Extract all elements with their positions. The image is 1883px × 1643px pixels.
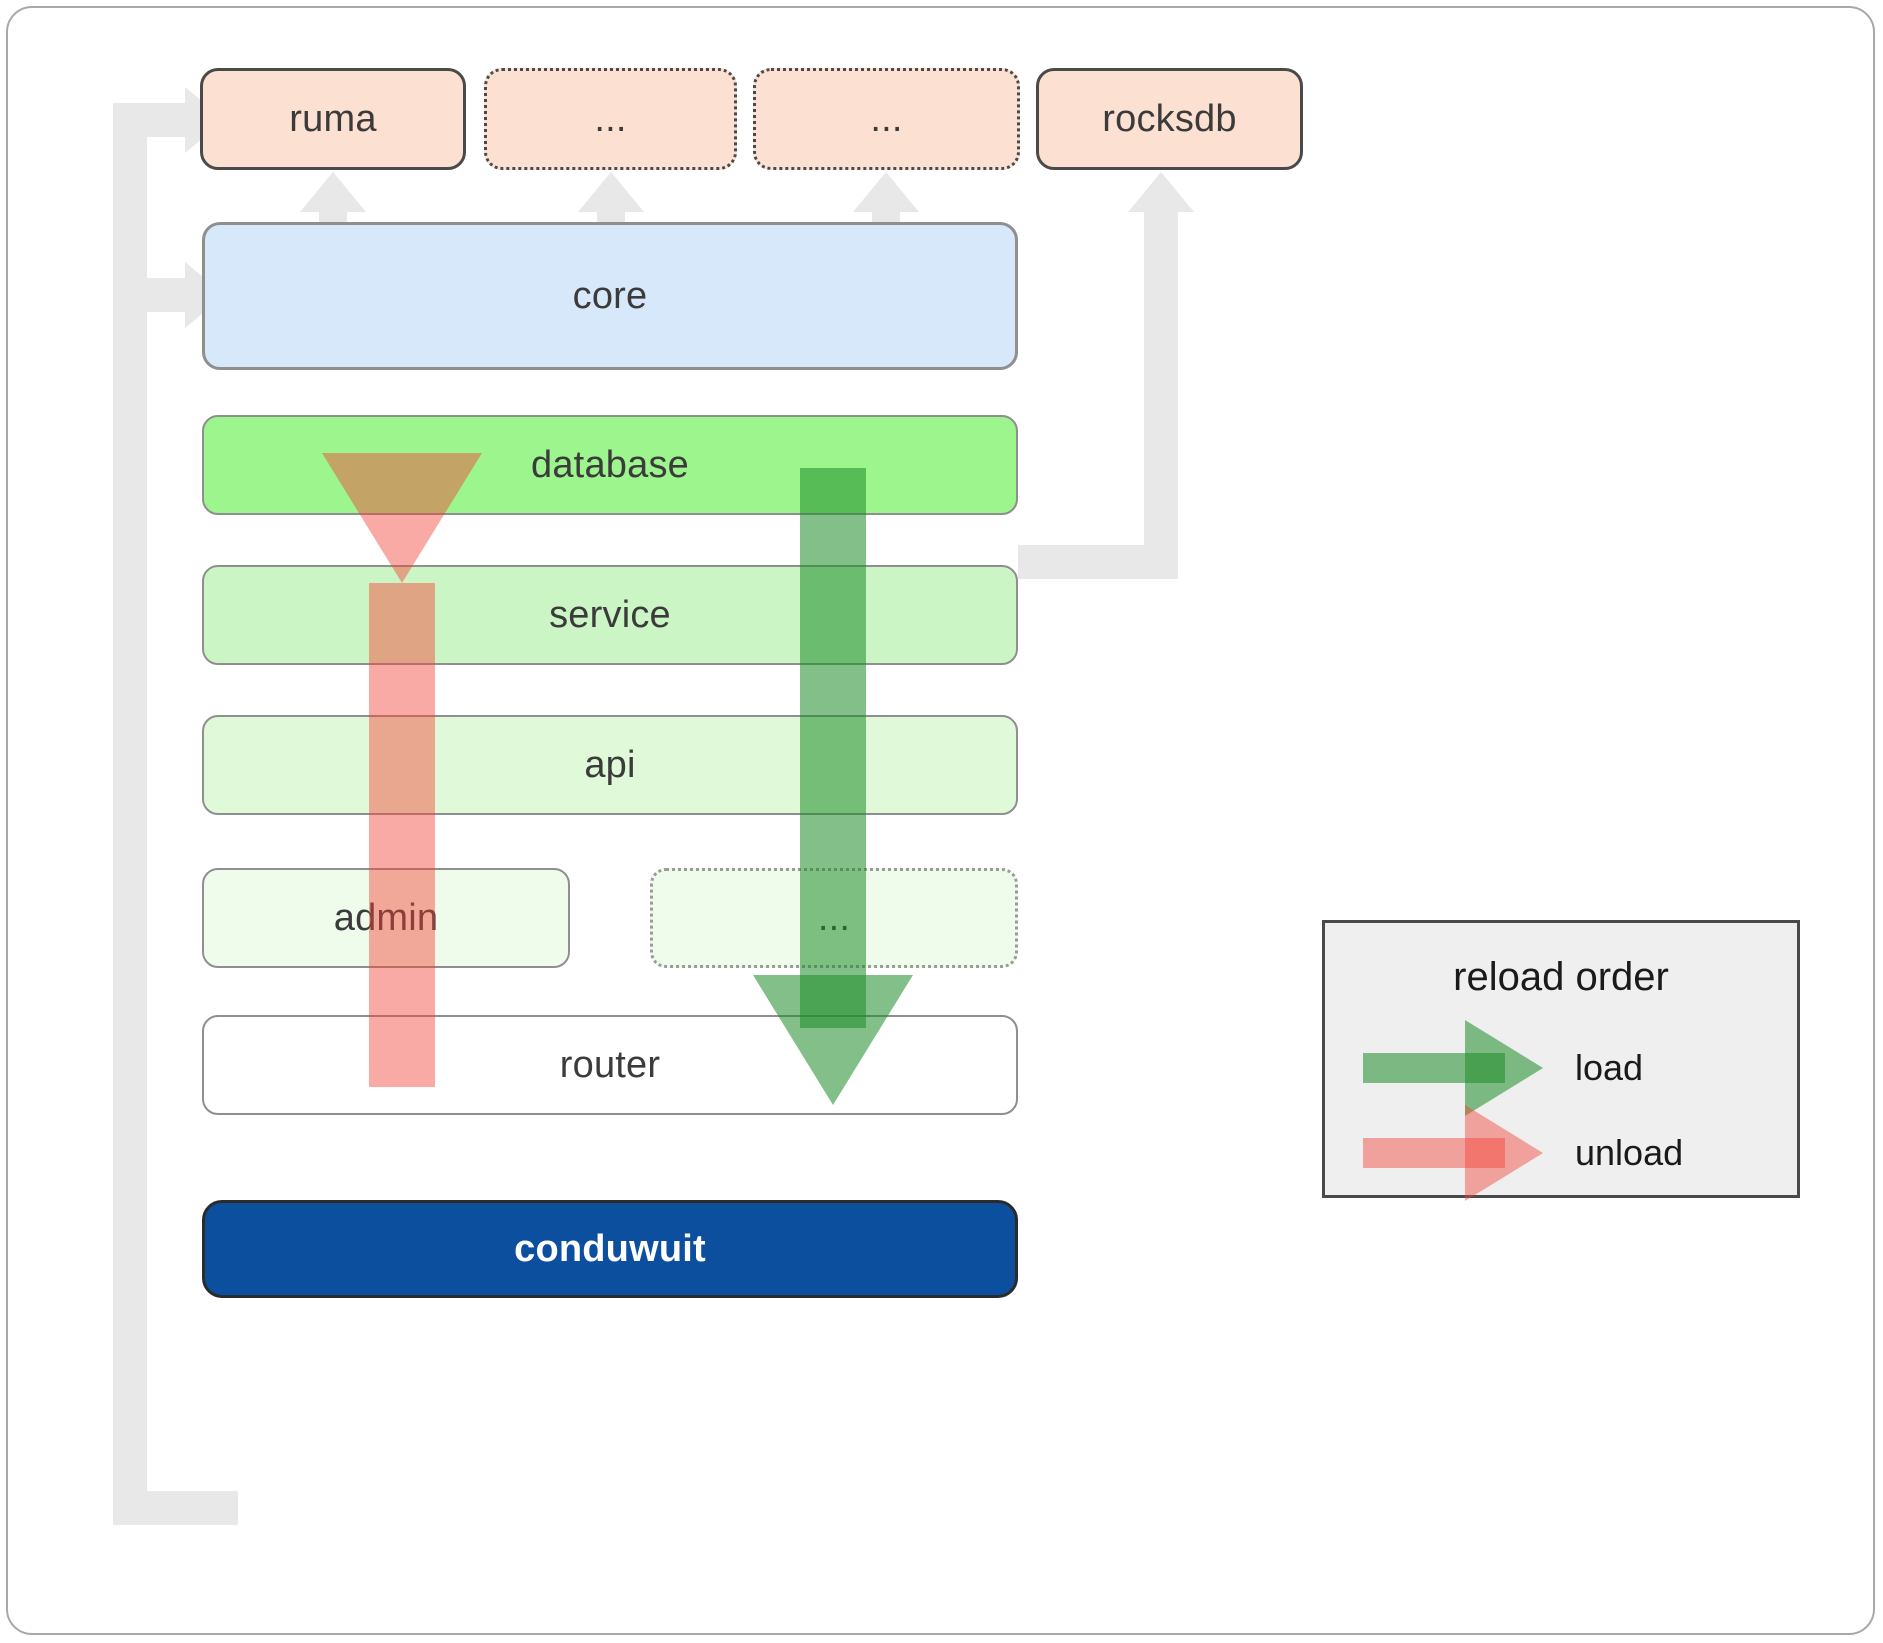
flow-arrow-unload-head — [322, 453, 482, 583]
node-dep-placeholder-1[interactable]: ... — [484, 68, 737, 170]
legend-unload-arrow-shaft — [1363, 1138, 1505, 1168]
node-dep-placeholder-1-label: ... — [594, 97, 627, 140]
node-rocksdb[interactable]: rocksdb — [1036, 68, 1303, 170]
node-database-label: database — [531, 443, 689, 486]
node-router-label: router — [559, 1043, 661, 1086]
node-core-label: core — [572, 274, 648, 317]
legend-load-label: load — [1575, 1047, 1644, 1088]
legend-panel: reload order load unload — [1322, 920, 1800, 1201]
node-database[interactable]: database — [202, 415, 1018, 515]
flow-arrow-load-head — [753, 975, 913, 1105]
node-core[interactable]: core — [202, 222, 1018, 370]
flow-arrow-unload-shaft — [369, 583, 435, 1087]
legend-unload-label: unload — [1575, 1132, 1684, 1173]
node-ruma[interactable]: ruma — [200, 68, 466, 170]
node-ruma-label: ruma — [289, 97, 377, 140]
edge-database-to-rocksdb-vertical — [1144, 200, 1178, 579]
edge-to-ruma-horizontal — [113, 103, 185, 137]
flow-arrow-load-shaft — [800, 468, 866, 1028]
edge-conduwuit-trunk-vertical — [113, 133, 147, 1525]
node-admin-label: admin — [333, 896, 439, 939]
node-admin[interactable]: admin — [202, 868, 570, 968]
edge-conduwuit-bottom-horizontal — [113, 1491, 238, 1525]
node-service-label: service — [549, 593, 671, 636]
legend-title: reload order — [1453, 955, 1669, 999]
node-conduwuit[interactable]: conduwuit — [202, 1200, 1018, 1298]
legend-load-arrow-head — [1465, 1020, 1543, 1116]
edge-core-to-ruma-arrowhead — [300, 172, 366, 212]
edge-core-to-dep3-arrowhead — [853, 172, 919, 212]
node-api-label: api — [584, 743, 636, 786]
node-service[interactable]: service — [202, 565, 1018, 665]
node-api[interactable]: api — [202, 715, 1018, 815]
node-dep-placeholder-2[interactable]: ... — [753, 68, 1020, 170]
node-conduwuit-label: conduwuit — [514, 1227, 706, 1270]
node-dep-placeholder-2-label: ... — [870, 97, 903, 140]
node-rocksdb-label: rocksdb — [1102, 97, 1237, 140]
edge-core-to-dep2-arrowhead — [578, 172, 644, 212]
edge-to-core-horizontal — [113, 278, 185, 312]
legend-unload-arrow-head — [1465, 1105, 1543, 1201]
edge-database-to-rocksdb-arrowhead — [1128, 172, 1194, 212]
